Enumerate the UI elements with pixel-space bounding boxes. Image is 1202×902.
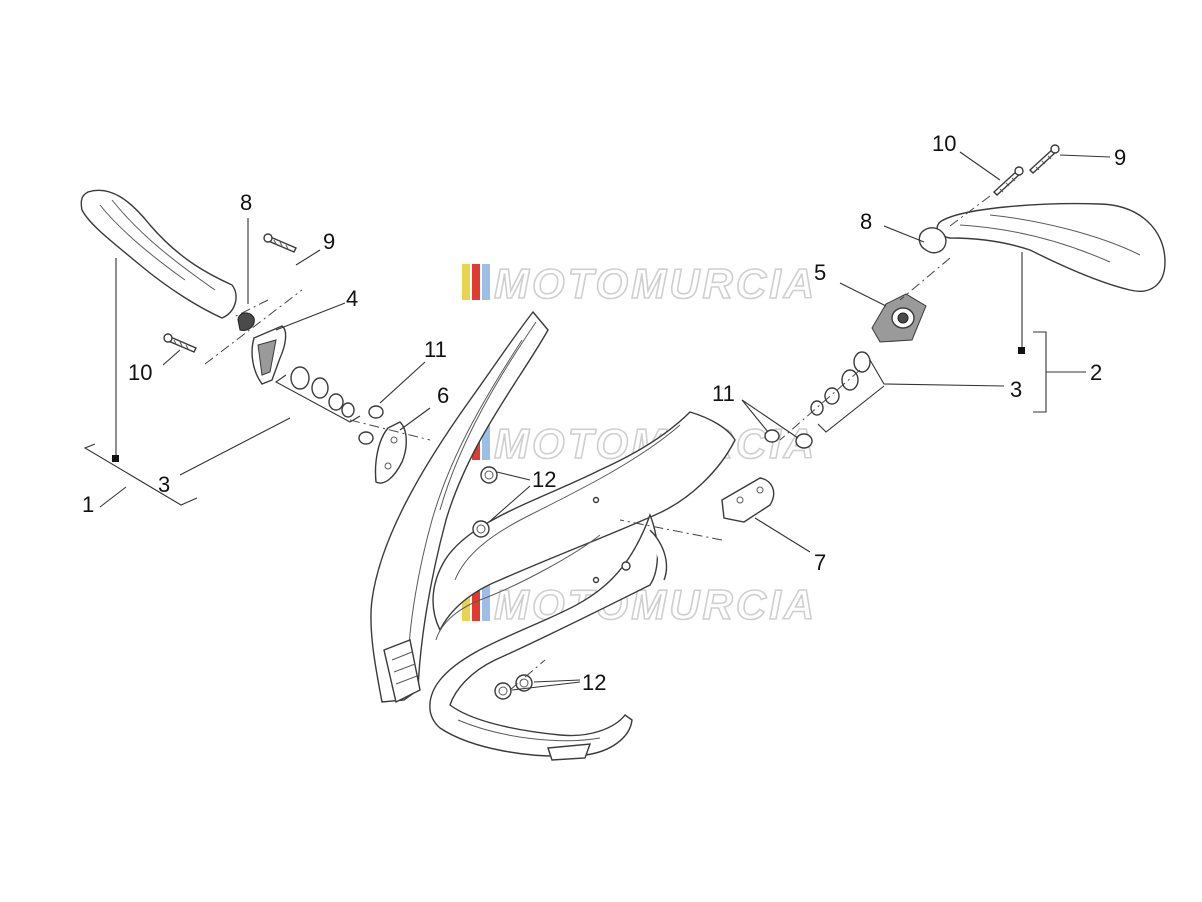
right-screw-10 (992, 166, 1024, 196)
nut-lower-pair (494, 674, 533, 700)
watermark-top: MOTOMURCIA (462, 259, 817, 308)
label-left-8: 8 (240, 190, 252, 215)
center-leader-lines (488, 471, 581, 691)
watermark-bottom: MOTOMURCIA (462, 580, 817, 629)
label-left-6: 6 (437, 383, 449, 408)
watermark-text-top: MOTOMURCIA (494, 260, 817, 307)
label-right-9: 9 (1114, 145, 1126, 170)
label-right-11: 11 (712, 381, 735, 406)
right-washers-11 (764, 429, 813, 449)
left-rubber-cap-8 (237, 312, 255, 331)
left-screw-9 (263, 233, 297, 253)
label-left-1: 1 (82, 492, 94, 517)
label-left-11: 11 (424, 337, 447, 362)
left-bushing-stack-3 (290, 366, 355, 418)
right-bushing-stack-3 (810, 351, 871, 416)
left-gasket-6 (374, 421, 407, 484)
right-rubber-cap-8 (918, 227, 947, 254)
left-washers-11 (358, 405, 384, 445)
right-gasket-7 (721, 477, 775, 523)
left-mirror (80, 189, 237, 319)
label-left-9: 9 (323, 229, 335, 254)
label-center-12-upper: 12 (532, 467, 556, 492)
left-leader-lines (83, 218, 431, 508)
label-right-10: 10 (932, 131, 956, 156)
right-bracket-5 (871, 293, 927, 343)
front-fairing (370, 310, 736, 761)
part-labels: 1 3 4 6 8 9 10 11 12 12 2 3 5 7 8 9 10 1… (82, 131, 1126, 695)
right-screw-9 (1028, 144, 1060, 174)
label-left-3: 3 (158, 472, 170, 497)
label-right-2: 2 (1090, 360, 1102, 385)
label-right-3: 3 (1010, 377, 1022, 402)
label-right-5: 5 (814, 260, 826, 285)
label-right-7: 7 (814, 550, 826, 575)
nut-upper-pair (472, 466, 498, 538)
label-left-10: 10 (128, 360, 152, 385)
right-leader-lines (619, 151, 1111, 553)
watermark-text-bottom: MOTOMURCIA (494, 581, 817, 628)
label-center-12-lower: 12 (582, 670, 606, 695)
label-left-4: 4 (346, 286, 358, 311)
right-mirror (936, 202, 1166, 292)
left-bracket-4 (251, 325, 287, 385)
left-screw-10 (163, 333, 197, 353)
label-right-8: 8 (860, 209, 872, 234)
